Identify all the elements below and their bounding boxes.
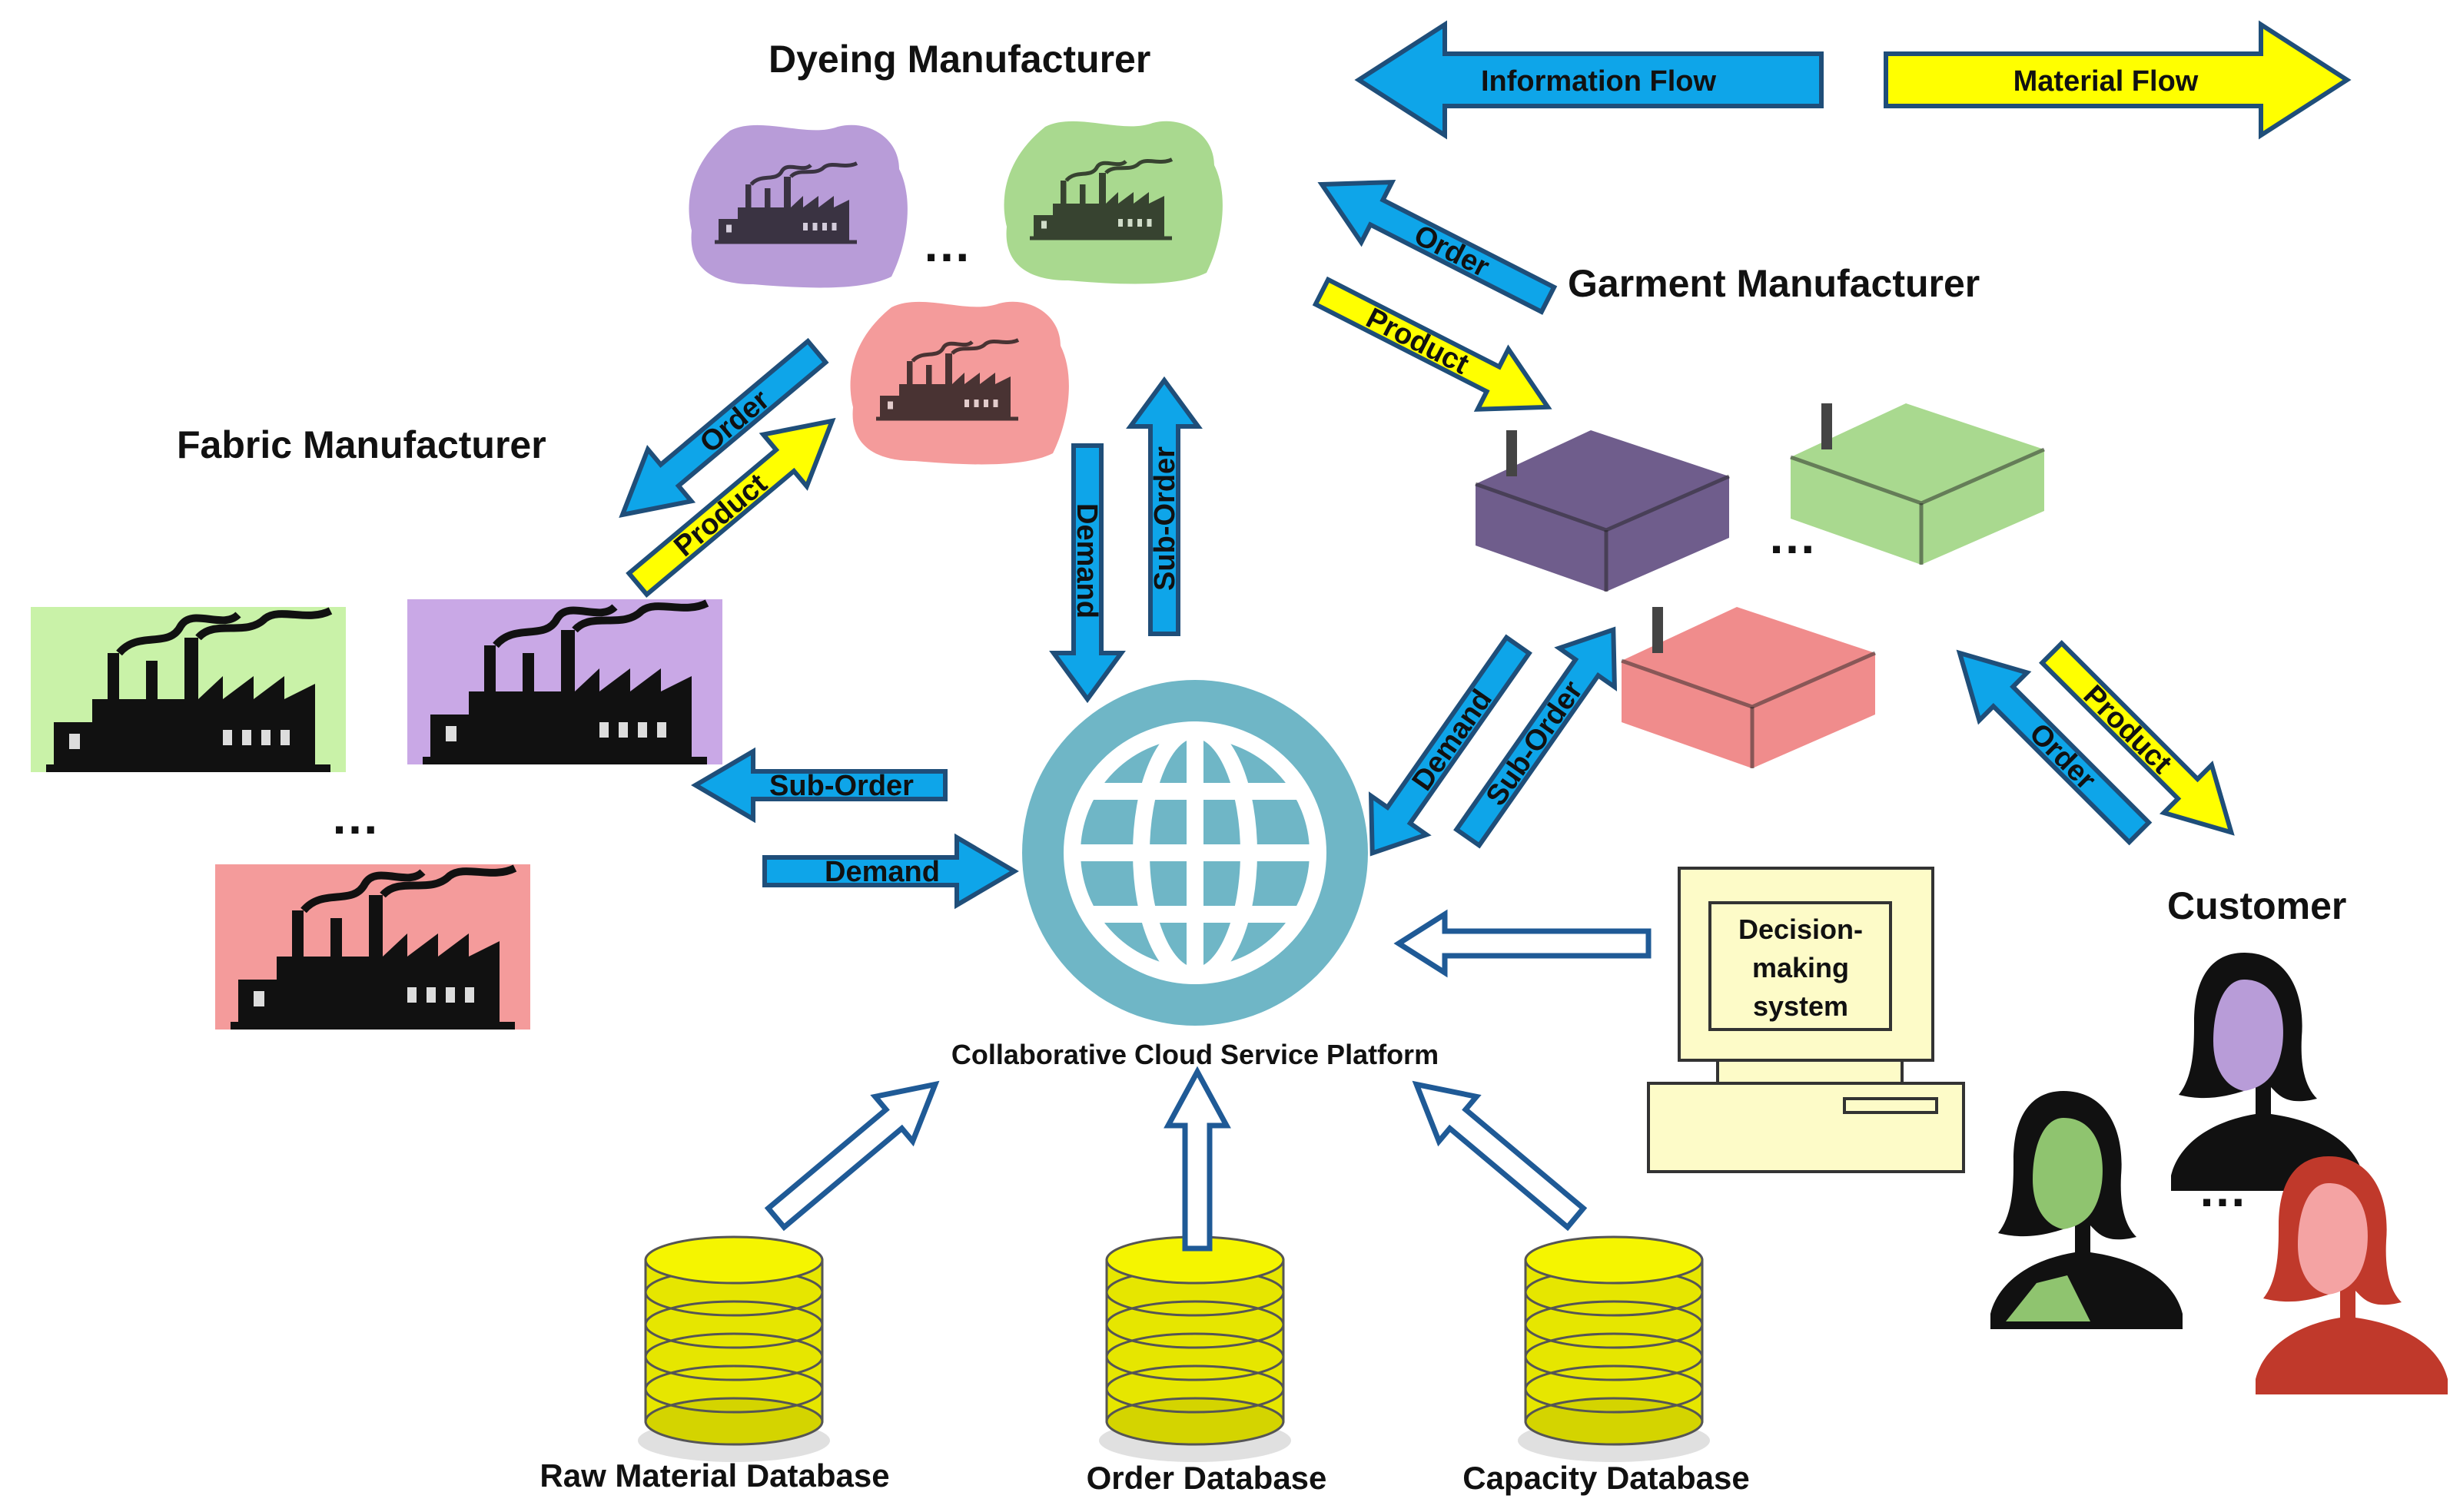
raw-material-to-platform-arrow (764, 1080, 940, 1232)
customer-red (2256, 1156, 2448, 1394)
dyeing-factory-green (1004, 121, 1223, 284)
garment-factory-purple (1476, 430, 1729, 592)
material-flow-legend-arrow (1884, 20, 2352, 140)
svg-text:Order: Order (2023, 718, 2102, 797)
fabric-ellipsis: … (330, 789, 380, 844)
decision-system-label-line3: system (1753, 990, 1848, 1022)
order-database-label: Order Database (1087, 1460, 1327, 1496)
dyeing-manufacturer-title: Dyeing Manufacturer (769, 38, 1150, 81)
dyeing-platform-demand: Demand (1049, 443, 1126, 704)
information-flow-legend-label: Information Flow (1481, 65, 1717, 98)
garment-ellipsis: … (1768, 509, 1817, 564)
fabric-factory-purple (407, 599, 722, 764)
customer-ellipsis: … (2198, 1162, 2247, 1217)
platform-fabric-suborder: Sub-Order (691, 747, 948, 824)
capacity-database (1518, 1235, 1710, 1462)
svg-text:Sub-Order: Sub-Order (1149, 446, 1181, 591)
raw-material-database-label: Raw Material Database (539, 1457, 889, 1494)
dyeing-ellipsis: … (922, 217, 971, 272)
fabric-platform-demand: Demand (762, 833, 1019, 910)
computer-icon (1647, 867, 1965, 1173)
material-flow-legend-label: Material Flow (2013, 65, 2199, 98)
legend: Information Flow Material Flow (1354, 20, 2352, 140)
fabric-factory-red (215, 864, 530, 1030)
garment-manufacturer-title: Garment Manufacturer (1568, 262, 1980, 305)
svg-text:Demand: Demand (825, 856, 940, 888)
svg-text:Order: Order (1409, 219, 1494, 284)
decision-system-label-line1: Decision- (1738, 914, 1863, 945)
fabric-manufacturer-title: Fabric Manufacturer (177, 423, 546, 466)
order-to-platform-arrow (1164, 1066, 1231, 1252)
svg-text:Product: Product (1361, 302, 1474, 381)
dyeing-factory-red (850, 301, 1069, 465)
svg-text:Demand: Demand (1406, 684, 1499, 797)
garment-factory-green (1791, 403, 2044, 565)
cloud-platform (1022, 680, 1368, 1026)
customer-purple (2171, 953, 2363, 1191)
information-flow-legend-arrow (1354, 20, 1824, 140)
capacity-database-label: Capacity Database (1462, 1460, 1750, 1496)
globe-icon (1064, 721, 1326, 984)
svg-text:Sub-Order: Sub-Order (769, 770, 914, 802)
order-database (1099, 1235, 1291, 1462)
decision-to-platform-arrow (1393, 909, 1652, 978)
garment-factory-red (1622, 607, 1875, 768)
capacity-to-platform-arrow (1412, 1080, 1588, 1232)
svg-text:Demand: Demand (1071, 503, 1103, 618)
platform-dyeing-suborder: Sub-Order (1126, 376, 1203, 636)
raw-material-database (638, 1235, 830, 1462)
dyeing-factory-purple (689, 124, 908, 288)
customer-title: Customer (2167, 884, 2346, 927)
platform-label: Collaborative Cloud Service Platform (951, 1039, 1439, 1070)
fabric-factory-green (31, 607, 346, 772)
customer-green (1990, 1091, 2183, 1329)
svg-text:Order: Order (694, 383, 775, 459)
decision-system-label-line2: making (1752, 952, 1849, 983)
